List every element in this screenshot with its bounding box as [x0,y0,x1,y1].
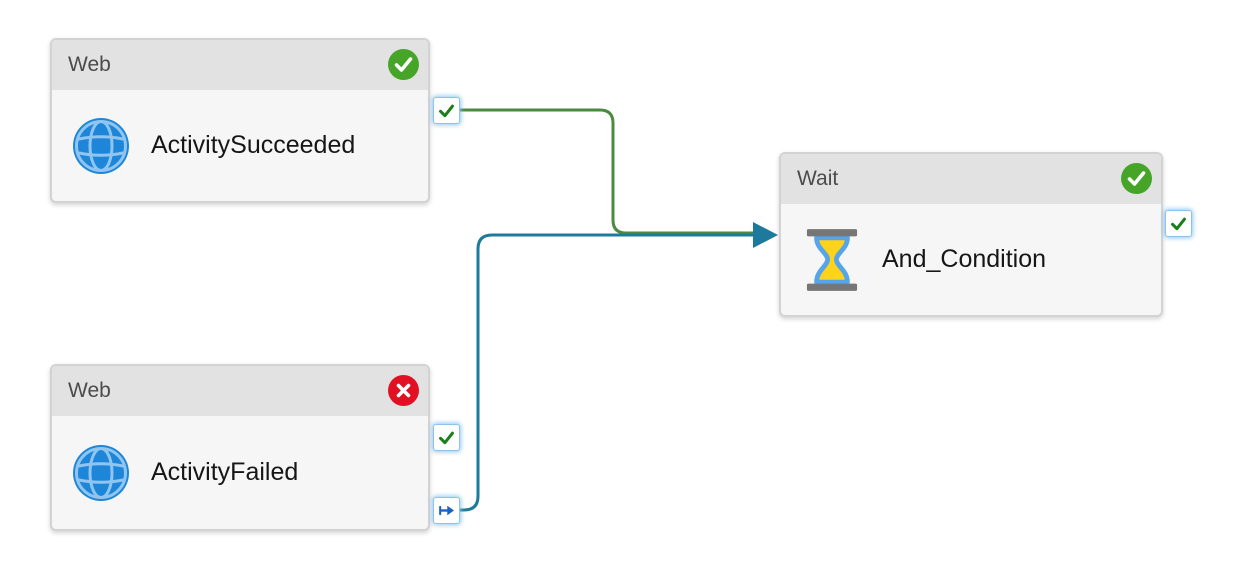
activity-name: And_Condition [882,245,1047,273]
web-globe-icon [73,444,129,501]
node-body: And_Condition [781,204,1161,315]
check-icon [1171,217,1186,231]
activity-node-activity-failed[interactable]: Web ActivityF [50,364,430,531]
node-type-label: Web [68,379,111,402]
check-icon [439,431,454,445]
status-succeeded-check-icon [1121,163,1152,194]
node-header: Web [52,40,428,90]
status-failed-x-icon [388,375,419,406]
node-type-label: Wait [797,167,839,190]
node-type-label: Web [68,53,111,76]
port-success-output-activity-failed[interactable] [433,424,460,451]
port-completion-output-activity-failed[interactable] [433,497,460,524]
activity-node-and-condition[interactable]: Wait And_Condition [779,152,1163,317]
connector-completion-wire[interactable] [460,233,753,512]
node-header: Web [52,366,428,416]
connector-success-wire[interactable] [460,108,757,235]
node-body: ActivityFailed [52,416,428,529]
port-success-output-activity-succeeded[interactable] [433,97,460,124]
web-globe-icon [73,117,129,174]
activity-name: ActivitySucceeded [151,131,356,159]
activity-name: ActivityFailed [151,458,299,486]
hourglass-icon [805,228,859,291]
check-icon [439,104,454,118]
connector-arrowhead-icon [753,222,778,248]
node-header: Wait [781,154,1161,204]
status-succeeded-check-icon [388,49,419,80]
activity-node-activity-succeeded[interactable]: Web ActivityS [50,38,430,203]
port-success-output-and-condition[interactable] [1165,210,1192,237]
node-body: ActivitySucceeded [52,90,428,201]
completion-arrow-icon [439,505,455,516]
